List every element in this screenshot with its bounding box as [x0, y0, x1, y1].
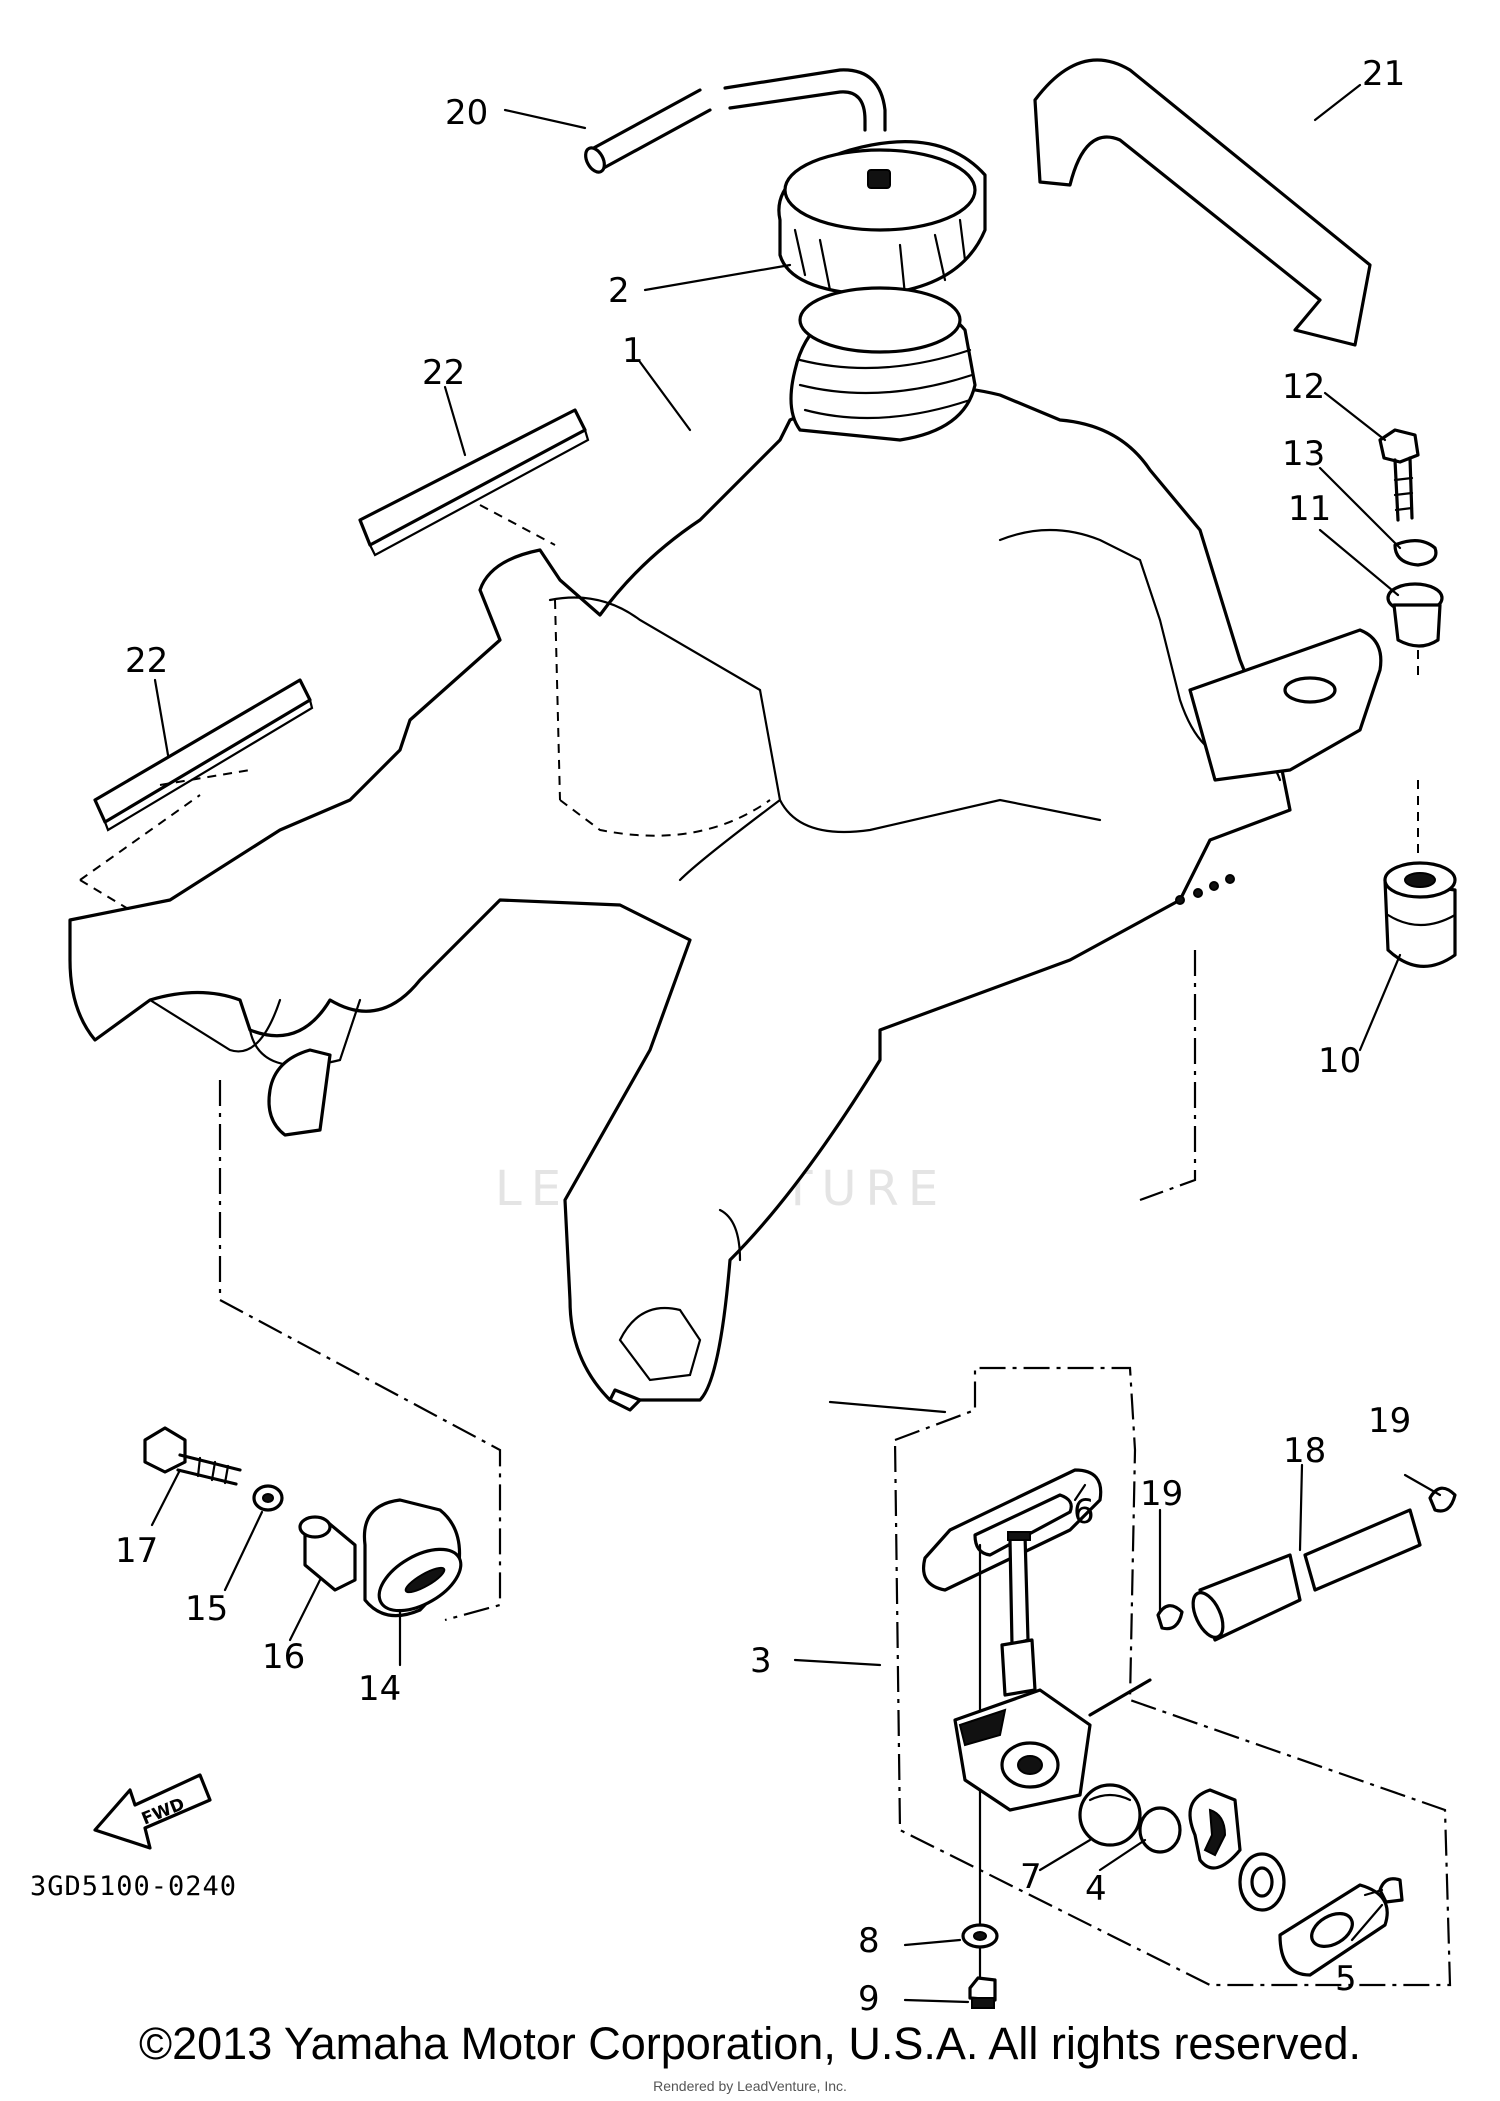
collar-16 — [298, 1515, 357, 1592]
valve-lever — [1188, 1788, 1242, 1870]
o-ring-4 — [1138, 1806, 1182, 1854]
callout-12: 12 — [1282, 367, 1325, 407]
copyright-notice: ©2013 Yamaha Motor Corporation, U.S.A. A… — [138, 2018, 1362, 2069]
screw-5 — [1363, 1877, 1404, 1904]
damper-pad-22-upper — [358, 408, 590, 557]
fuel-cock-3 — [953, 1531, 1152, 1812]
grommet-10 — [1383, 861, 1457, 968]
callout-21: 21 — [1362, 54, 1405, 94]
callout-14: 14 — [358, 1669, 401, 1709]
callout-2: 2 — [608, 271, 630, 311]
filter-cup-7 — [1078, 1783, 1142, 1847]
drain-screw-9 — [968, 1976, 997, 2009]
callout-15: 15 — [185, 1589, 228, 1629]
callout-6: 6 — [1073, 1492, 1095, 1532]
fuel-tank-1 — [68, 286, 1383, 1412]
callout-20: 20 — [445, 93, 488, 133]
clip-19-lower — [1156, 1604, 1184, 1631]
damper-pad-22-lower — [79, 678, 314, 911]
collar-11 — [1386, 582, 1444, 648]
gasket-6 — [922, 1468, 1103, 1592]
callout-17: 17 — [115, 1531, 158, 1571]
strap-21 — [1033, 58, 1372, 347]
washer-15 — [252, 1484, 284, 1512]
bolt-17 — [143, 1426, 242, 1486]
catalog-code: 3GD5100-0240 — [30, 1871, 237, 1902]
callout-3: 3 — [750, 1641, 772, 1681]
fuel-cock-assembly-boundary — [893, 1366, 1452, 1987]
vent-hose-20 — [584, 68, 887, 174]
fuel-hose-18 — [1191, 1508, 1422, 1642]
callout-5: 5 — [1335, 1959, 1357, 1999]
callout-13: 13 — [1282, 434, 1325, 474]
callout-19-upper: 19 — [1368, 1401, 1411, 1441]
callout-9: 9 — [858, 1979, 880, 2019]
washer-13 — [1393, 539, 1438, 567]
callout-4: 4 — [1085, 1869, 1107, 1909]
cover-plate — [1278, 1883, 1389, 1977]
callout-11: 11 — [1288, 489, 1331, 529]
callout-8: 8 — [858, 1921, 880, 1961]
callout-numbers: 20 21 2 1 22 22 12 13 11 10 19 18 19 6 3… — [115, 54, 1411, 2019]
callout-19-lower: 19 — [1140, 1474, 1183, 1514]
leader-lines — [150, 83, 1442, 2004]
callout-7: 7 — [1020, 1857, 1042, 1897]
fwd-arrow-icon: FWD — [93, 1773, 212, 1850]
callout-16: 16 — [262, 1637, 305, 1677]
callout-22-upper: 22 — [422, 353, 465, 393]
grommet-14 — [362, 1498, 463, 1618]
callout-10: 10 — [1318, 1041, 1361, 1081]
callout-22-lower: 22 — [125, 641, 168, 681]
callout-1: 1 — [622, 331, 644, 371]
fuel-cap-2 — [777, 140, 987, 297]
seal — [1238, 1852, 1286, 1912]
rendered-by-notice: Rendered by LeadVenture, Inc. — [653, 2078, 847, 2094]
bolt-12 — [1378, 428, 1420, 522]
callout-18: 18 — [1283, 1431, 1326, 1471]
washer-8 — [961, 1923, 999, 1949]
